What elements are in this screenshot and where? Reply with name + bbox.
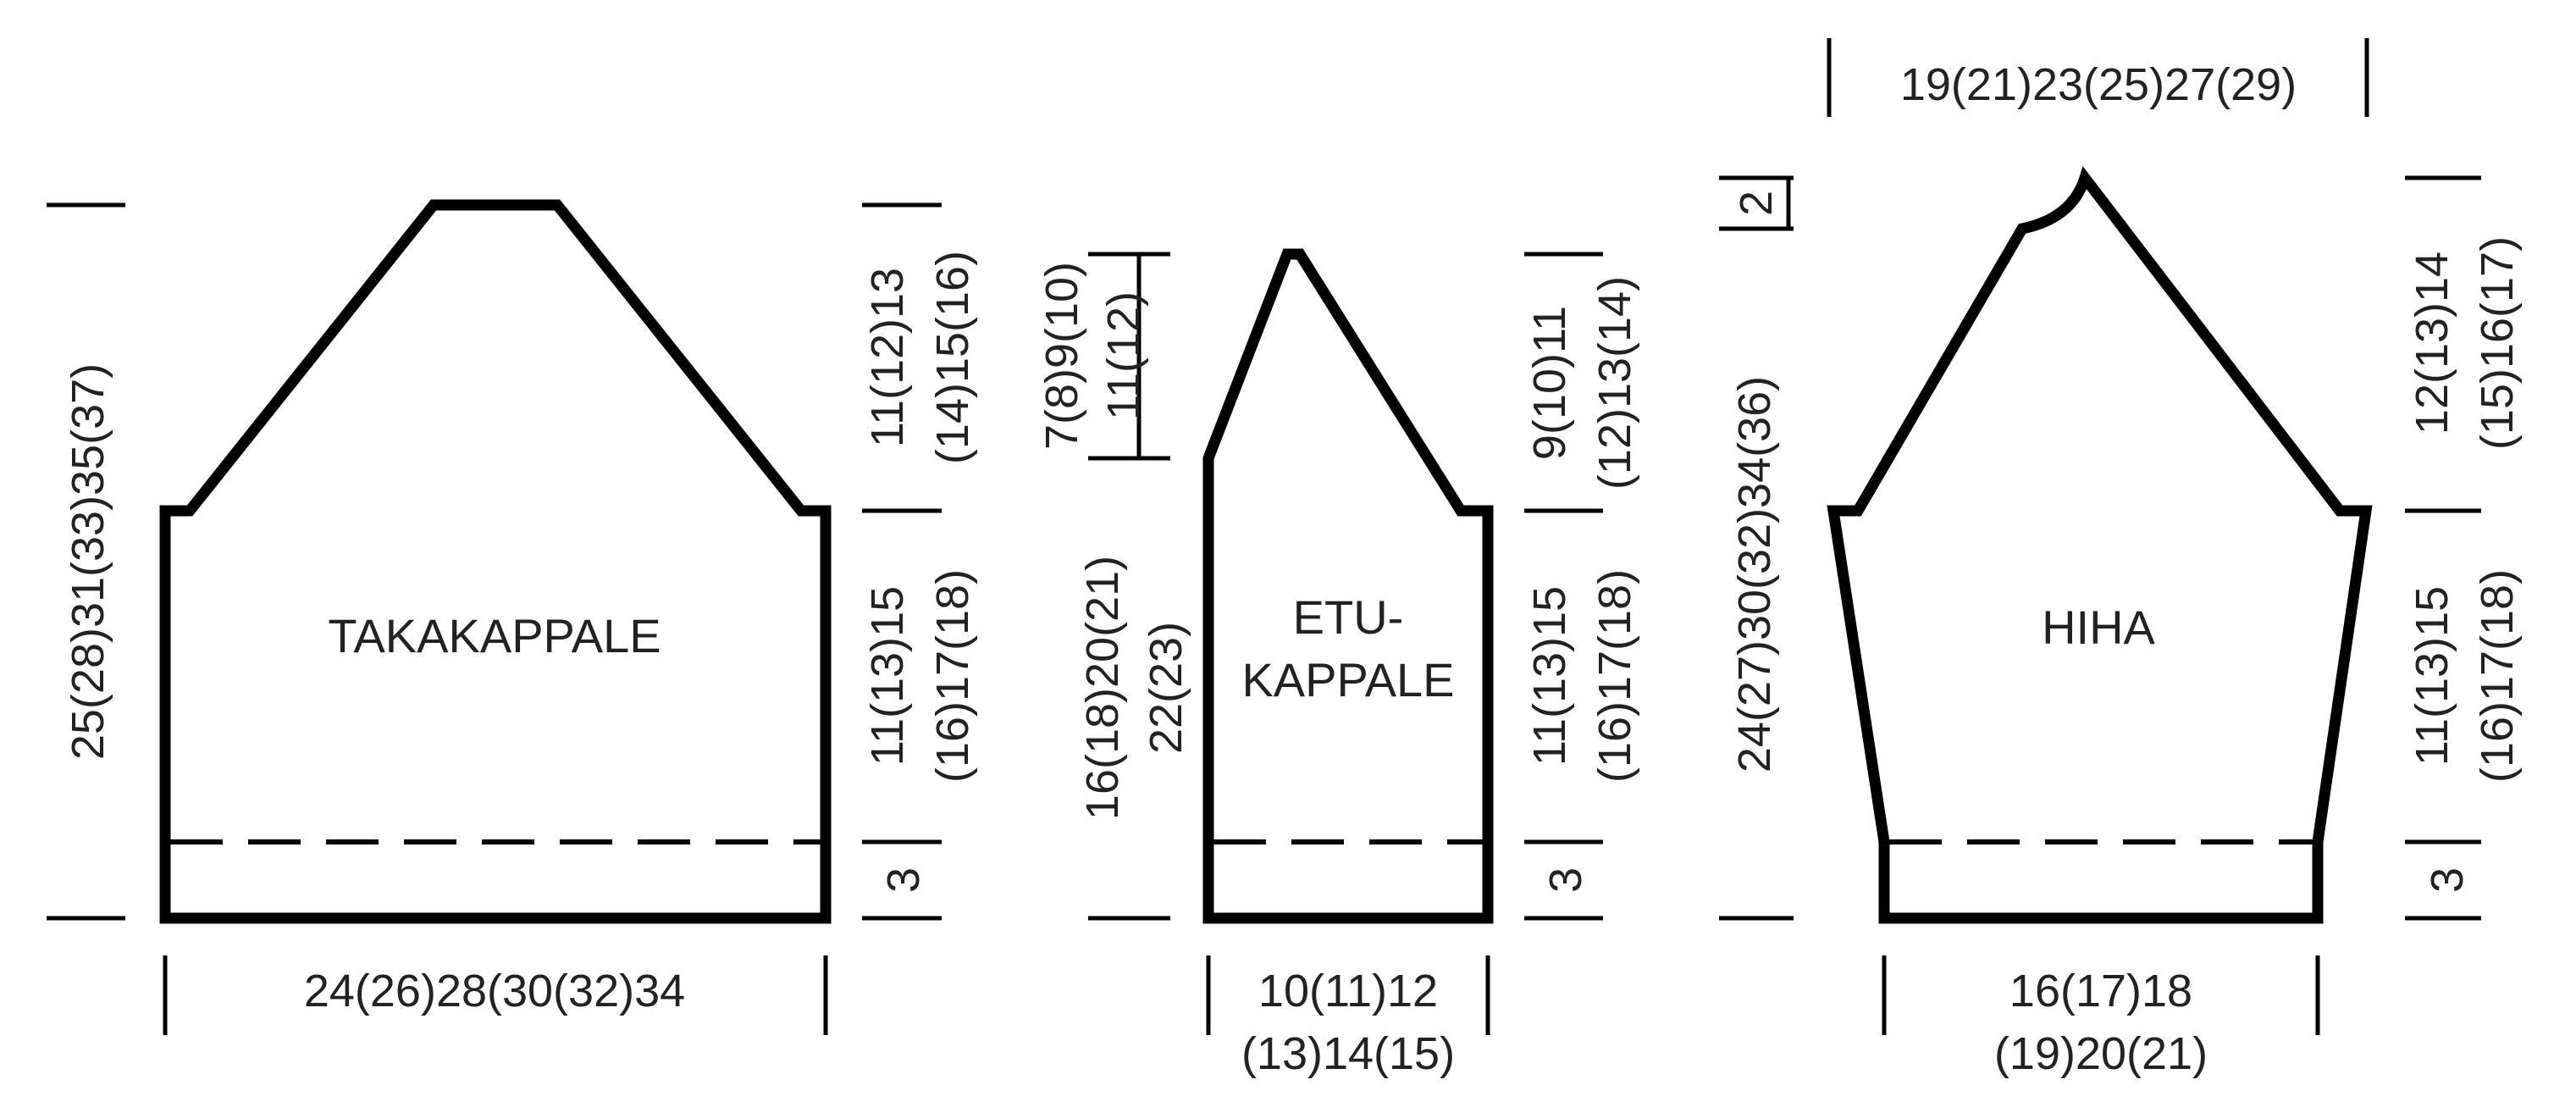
back-yoke-height: 11(12)13 xyxy=(862,268,913,447)
sleeve-total-height: 24(27)30(32)34(36) xyxy=(1729,376,1780,772)
sleeve-raglan-height-2: (15)16(17) xyxy=(2472,236,2523,450)
back-width: 24(26)28(30(32)34 xyxy=(304,966,685,1016)
back-piece: TAKAKAPPALE 25(28)31(33)35(37) 11(12)13 … xyxy=(47,199,978,1035)
front-width-2: (13)14(15) xyxy=(1241,1028,1455,1079)
back-total-height: 25(28)31(33)35(37) xyxy=(63,363,113,760)
front-side-height: 16(18)20(21) xyxy=(1077,556,1128,820)
front-rib-height: 3 xyxy=(1540,867,1591,893)
front-yoke-height: 9(10)11 xyxy=(1524,306,1575,460)
sleeve-width: 16(17)18 xyxy=(2009,966,2192,1016)
sleeve-top-width: 19(21)23(25)27(29) xyxy=(1900,59,2297,110)
back-rib-height: 3 xyxy=(878,867,929,893)
back-body-height-2: (16)17(18) xyxy=(927,569,978,783)
sleeve-label: HIHA xyxy=(2042,601,2155,654)
front-outline xyxy=(1202,248,1494,924)
back-label: TAKAKAPPALE xyxy=(328,609,661,662)
back-body-height: 11(13)15 xyxy=(862,586,913,766)
sleeve-outline xyxy=(1827,166,2373,924)
front-label-2: KAPPALE xyxy=(1241,653,1454,706)
front-body-height: 11(13)15 xyxy=(1524,586,1575,766)
sleeve-top-offset: 2 xyxy=(1731,191,1782,216)
front-neck-height-2: 11(12) xyxy=(1098,291,1149,420)
front-width: 10(11)12 xyxy=(1258,966,1438,1016)
sleeve-piece: HIHA 19(21)23(25)27(29) 2 24(27)30(32)34… xyxy=(1719,38,2523,1079)
front-piece: ETU- KAPPALE 7(8)9(10) 11(12) 16(18)20(2… xyxy=(1036,248,1640,1079)
sleeve-raglan-height: 12(13)14 xyxy=(2407,252,2457,435)
front-yoke-height-2: (12)13(14) xyxy=(1589,276,1640,490)
front-label-1: ETU- xyxy=(1293,590,1404,644)
sleeve-body-height: 11(13)15 xyxy=(2407,586,2457,766)
back-outline xyxy=(159,199,832,924)
sleeve-rib-height: 3 xyxy=(2422,867,2473,893)
sleeve-width-2: (19)20(21) xyxy=(1994,1028,2208,1079)
front-neck-height: 7(8)9(10) xyxy=(1036,262,1087,450)
sleeve-body-height-2: (16)17(18) xyxy=(2472,569,2523,783)
front-side-height-2: 22(23) xyxy=(1141,622,1191,754)
front-body-height-2: (16)17(18) xyxy=(1589,569,1640,783)
back-yoke-height-2: (14)15(16) xyxy=(927,251,978,464)
